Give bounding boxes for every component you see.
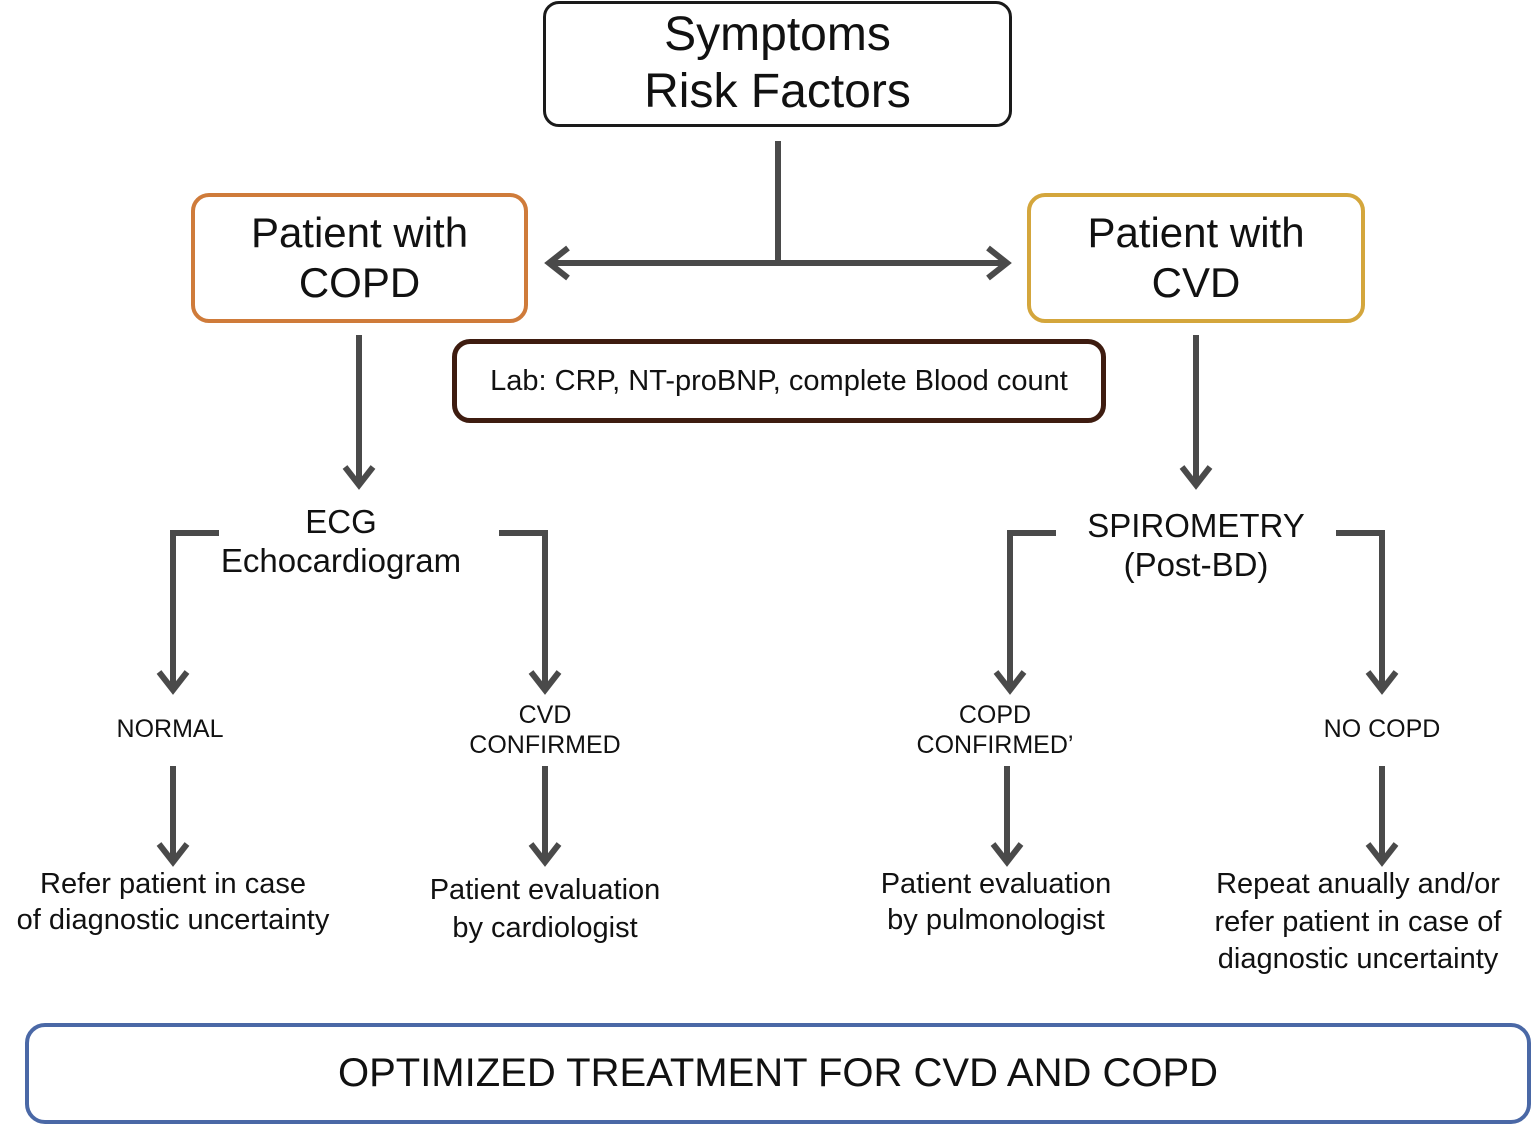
- cvd-box-line-2: CVD: [1151, 259, 1241, 306]
- outcome-copd-confirmed-label: COPD CONFIRMED’: [890, 701, 1100, 760]
- arrowhead-spirometry: [1179, 465, 1213, 490]
- repeat-line-3: diagnostic uncertainty: [1217, 943, 1499, 976]
- connector-spirometry-left-branch: [1007, 530, 1056, 688]
- action-repeat-annually-label: Repeat anually and/or refer patient in c…: [1185, 866, 1531, 979]
- arrowhead-cvd-confirmed: [528, 670, 562, 695]
- copd-box-line-2: COPD: [298, 259, 421, 306]
- connector-spirometry-right-branch: [1336, 530, 1385, 688]
- optimized-treatment-text: OPTIMIZED TREATMENT FOR CVD AND COPD: [337, 1051, 1219, 1095]
- spirometry-label-line-2: (Post-BD): [1123, 545, 1269, 583]
- cvd-box-line-1: Patient with: [1087, 209, 1305, 257]
- patient-with-copd-box: Patient with COPD: [191, 193, 528, 323]
- cvd-confirmed-line-2: CONFIRMED: [469, 730, 621, 759]
- ecg-echocardiogram-label: ECG Echocardiogram: [200, 503, 482, 581]
- arrowhead-ecg: [342, 465, 376, 490]
- lab-tests-box: Lab: CRP, NT-proBNP, complete Blood coun…: [452, 339, 1106, 423]
- arrowhead-cardiologist: [528, 842, 562, 867]
- arrowhead-pulmonologist: [990, 842, 1024, 867]
- copd-confirmed-line-1: COPD: [958, 701, 1032, 729]
- arrowhead-refer: [156, 842, 190, 867]
- connector-ecg-right-branch: [499, 530, 548, 688]
- pulmonologist-line-1: Patient evaluation: [880, 868, 1112, 900]
- action-cardiologist-label: Patient evaluation by cardiologist: [405, 872, 685, 947]
- top-box-line-1: Symptoms: [664, 8, 891, 62]
- spirometry-label-line-1: SPIROMETRY: [1087, 507, 1305, 544]
- lab-tests-text: Lab: CRP, NT-proBNP, complete Blood coun…: [490, 364, 1068, 397]
- outcome-normal-label: NORMAL: [80, 715, 260, 745]
- repeat-line-1: Repeat anually and/or: [1216, 868, 1500, 900]
- patient-with-cvd-box: Patient with CVD: [1027, 193, 1365, 323]
- copd-box-line-1: Patient with: [250, 209, 469, 257]
- ecg-label-line-2: Echocardiogram: [220, 541, 462, 579]
- refer-line-1: Refer patient in case: [40, 868, 306, 900]
- cardiologist-line-1: Patient evaluation: [429, 874, 661, 906]
- arrowhead-no-copd: [1365, 670, 1399, 695]
- outcome-no-copd-label: NO COPD: [1292, 715, 1472, 745]
- arrowhead-normal: [156, 670, 190, 695]
- action-pulmonologist-label: Patient evaluation by pulmonologist: [856, 866, 1136, 939]
- spirometry-label: SPIROMETRY (Post-BD): [1056, 507, 1336, 585]
- cardiologist-line-2: by cardiologist: [452, 911, 638, 944]
- action-refer-patient-label: Refer patient in case of diagnostic unce…: [0, 866, 346, 939]
- arrowhead-copd-confirmed: [993, 670, 1027, 695]
- no-copd-text: NO COPD: [1323, 715, 1441, 743]
- arrowhead-right-cvd: [986, 245, 1012, 281]
- repeat-line-2: refer patient in case of: [1214, 905, 1502, 938]
- copd-confirmed-line-2: CONFIRMED’: [916, 730, 1074, 759]
- arrowhead-repeat: [1365, 842, 1399, 867]
- top-box-line-2: Risk Factors: [644, 65, 911, 118]
- optimized-treatment-box: OPTIMIZED TREATMENT FOR CVD AND COPD: [25, 1023, 1531, 1124]
- outcome-cvd-confirmed-label: CVD CONFIRMED: [445, 701, 645, 760]
- connector-ecg-left-branch: [170, 530, 219, 688]
- refer-line-2: of diagnostic uncertainty: [16, 904, 330, 937]
- ecg-label-line-1: ECG: [305, 503, 377, 540]
- arrowhead-left-copd: [544, 245, 570, 281]
- symptoms-risk-factors-box: Symptoms Risk Factors: [543, 1, 1012, 127]
- pulmonologist-line-2: by pulmonologist: [887, 904, 1105, 937]
- outcome-normal-text: NORMAL: [116, 715, 224, 743]
- cvd-confirmed-line-1: CVD: [518, 701, 572, 729]
